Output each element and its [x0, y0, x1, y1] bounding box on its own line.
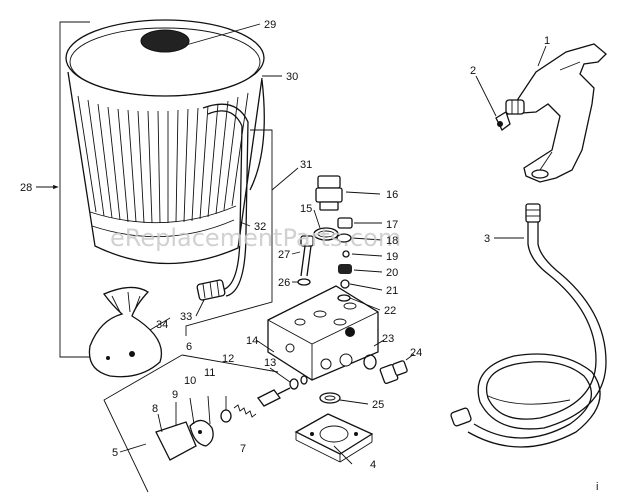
callout-28: 28	[20, 182, 32, 194]
spray-hose	[450, 203, 607, 448]
pump-manifold	[267, 285, 379, 381]
callout-15: 15	[300, 203, 312, 215]
corner-mark: i	[596, 481, 598, 493]
callout-34: 34	[156, 319, 168, 331]
callout-1: 1	[544, 35, 550, 47]
hose-adapter	[379, 360, 408, 384]
callout-18: 18	[386, 235, 398, 247]
watermark: eReplacementParts.com	[110, 224, 401, 252]
callout-6: 6	[186, 341, 192, 353]
strainer-bag	[88, 286, 162, 378]
callout-11: 11	[204, 367, 215, 379]
callout-22: 22	[384, 305, 396, 317]
bucket-ribs	[77, 92, 249, 224]
callout-10: 10	[184, 375, 196, 387]
callout-5: 5	[112, 447, 118, 459]
callout-23: 23	[382, 333, 394, 345]
callout-3: 3	[484, 233, 490, 245]
callout-labels: 1 2 3 4 5 6 7 8 9 10 11 12 13 14 15 16 1…	[20, 19, 550, 471]
callout-14: 14	[246, 335, 258, 347]
callout-26: 26	[278, 277, 290, 289]
callout-33: 33	[180, 311, 192, 323]
leader-lines	[149, 23, 547, 465]
callout-16: 16	[386, 189, 398, 201]
callout-29: 29	[264, 19, 276, 31]
callout-31: 31	[300, 159, 312, 171]
callout-8: 8	[152, 403, 158, 415]
callout-19: 19	[386, 251, 398, 263]
spray-gun	[495, 43, 607, 183]
callout-9: 9	[172, 389, 178, 401]
callout-27: 27	[278, 249, 290, 261]
callout-32: 32	[254, 221, 266, 233]
suction-tube	[196, 103, 249, 301]
callout-24: 24	[410, 347, 422, 359]
valve-parts	[155, 375, 308, 461]
gasket-plate	[294, 413, 374, 463]
callout-12: 12	[222, 353, 234, 365]
callout-21: 21	[386, 285, 398, 297]
callout-7: 7	[240, 443, 246, 455]
callout-20: 20	[386, 267, 398, 279]
callout-2: 2	[470, 65, 476, 77]
outlet-fitting	[315, 175, 343, 211]
paint-bucket	[65, 19, 265, 265]
callout-25: 25	[372, 399, 384, 411]
lid-cap	[140, 29, 190, 53]
callout-13: 13	[264, 357, 276, 369]
callout-17: 17	[386, 219, 398, 231]
callout-30: 30	[286, 71, 298, 83]
callout-4: 4	[370, 459, 376, 471]
